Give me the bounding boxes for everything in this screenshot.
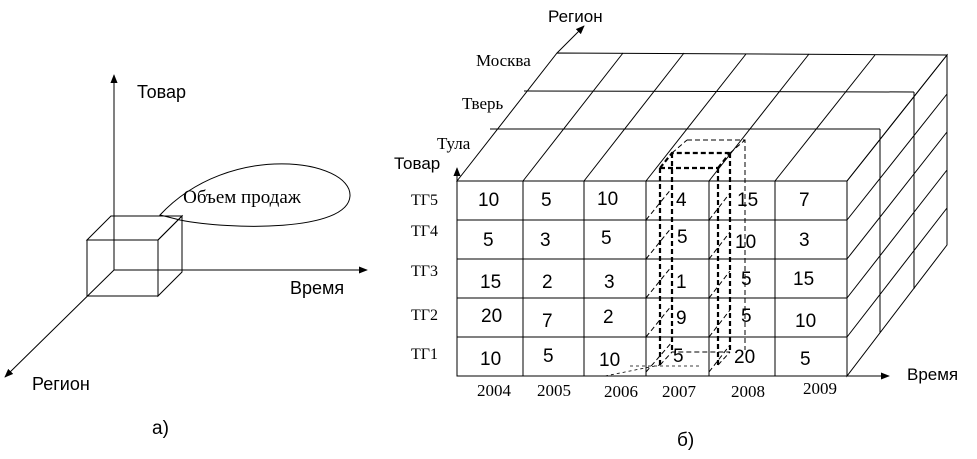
cell-values: 10 5 10 4 15 7 5 3 5 5 10 3 15 2 3 1 5 1… <box>478 189 816 371</box>
product-label: ТГ5 <box>411 192 438 209</box>
cell-value: 5 <box>541 190 552 211</box>
cell-value: 2 <box>542 272 553 293</box>
year-label: 2006 <box>604 382 638 401</box>
cell-value: 10 <box>478 190 499 211</box>
region-label: Москва <box>476 51 531 70</box>
unit-cube <box>85 214 184 298</box>
product-labels: ТГ5 ТГ4 ТГ3 ТГ2 ТГ1 <box>411 192 438 363</box>
cell-value: 10 <box>795 311 816 332</box>
sales-volume-label: Объем продаж <box>183 187 302 208</box>
caption-a: а) <box>152 418 169 439</box>
cell-value: 5 <box>741 269 752 290</box>
cell-value: 3 <box>540 230 551 251</box>
region-axis-b <box>556 25 585 54</box>
cell-value: 5 <box>673 346 684 367</box>
top-face <box>455 52 949 182</box>
product-label: ТГ2 <box>411 307 438 324</box>
cell-value: 7 <box>542 311 553 332</box>
cell-value: 5 <box>543 346 554 367</box>
cell-value: 10 <box>599 350 620 371</box>
axis-label-time: Время <box>290 278 344 298</box>
front-face <box>456 180 848 377</box>
year-label: 2008 <box>731 382 765 401</box>
cell-value: 9 <box>676 308 687 329</box>
axis-label-time-b: Время <box>907 365 958 384</box>
region-label: Тула <box>437 134 471 153</box>
sales-volume-callout: Объем продаж <box>159 163 351 227</box>
slice-2007-highlight <box>604 139 746 377</box>
cell-value: 15 <box>737 190 758 211</box>
cell-value: 3 <box>604 272 615 293</box>
cell-value: 5 <box>800 349 811 370</box>
year-labels: 2004 2005 2006 2007 2008 2009 <box>477 379 837 401</box>
cell-value: 10 <box>735 232 756 253</box>
cell-value: 15 <box>793 269 814 290</box>
axis-label-region-b: Регион <box>548 7 603 26</box>
cell-value: 20 <box>481 306 502 327</box>
axis-label-region: Регион <box>32 374 90 394</box>
cell-value: 3 <box>799 230 810 251</box>
cell-value: 4 <box>676 190 687 211</box>
axis-label-product-b: Товар <box>394 154 440 173</box>
cell-value: 15 <box>480 272 501 293</box>
panel-b: Регион Товар Время Москва Тверь Тула ТГ5… <box>394 7 958 451</box>
product-label: ТГ4 <box>411 223 438 240</box>
year-label: 2004 <box>477 381 512 400</box>
cell-value: 5 <box>483 230 494 251</box>
cell-value: 5 <box>677 227 688 248</box>
right-face <box>846 53 948 378</box>
cube-grid <box>455 52 949 378</box>
cell-value: 1 <box>676 272 687 293</box>
cell-value: 10 <box>480 349 501 370</box>
region-axis <box>4 269 115 378</box>
product-label: ТГ3 <box>411 263 438 280</box>
product-label: ТГ1 <box>411 346 438 363</box>
axis-label-product: Товар <box>137 82 186 102</box>
cell-value: 5 <box>741 306 752 327</box>
caption-b: б) <box>677 430 694 451</box>
cell-value: 10 <box>597 189 618 210</box>
region-labels: Москва Тверь Тула <box>437 51 531 153</box>
region-label: Тверь <box>462 94 504 113</box>
year-label: 2009 <box>803 379 837 398</box>
year-label: 2005 <box>537 381 571 400</box>
year-label: 2007 <box>662 382 697 401</box>
cell-value: 2 <box>603 307 614 328</box>
cell-value: 20 <box>734 347 755 368</box>
cell-value: 5 <box>601 228 612 249</box>
panel-a: Объем продаж Товар Время Регион а) <box>4 74 368 439</box>
cell-value: 7 <box>799 190 810 211</box>
